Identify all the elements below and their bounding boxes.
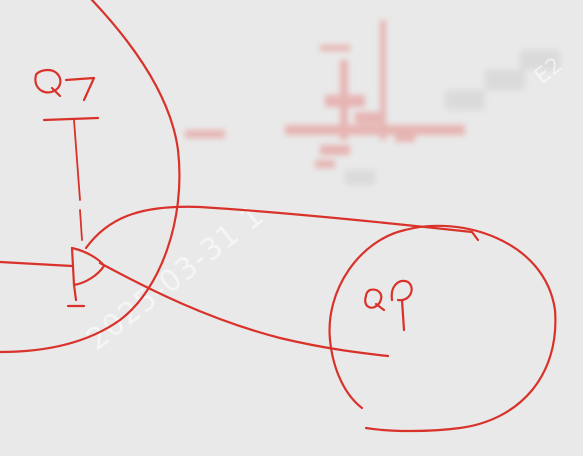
redacted-region [185,20,583,200]
left-boundary-arc [0,0,181,354]
gate-symbol [0,246,106,308]
label-qp [364,279,413,332]
right-boundary-circle [328,224,557,433]
lower-wire [98,261,390,358]
upper-wire [84,205,480,250]
redaction-pixels [185,20,560,185]
label-q7 [34,68,100,241]
